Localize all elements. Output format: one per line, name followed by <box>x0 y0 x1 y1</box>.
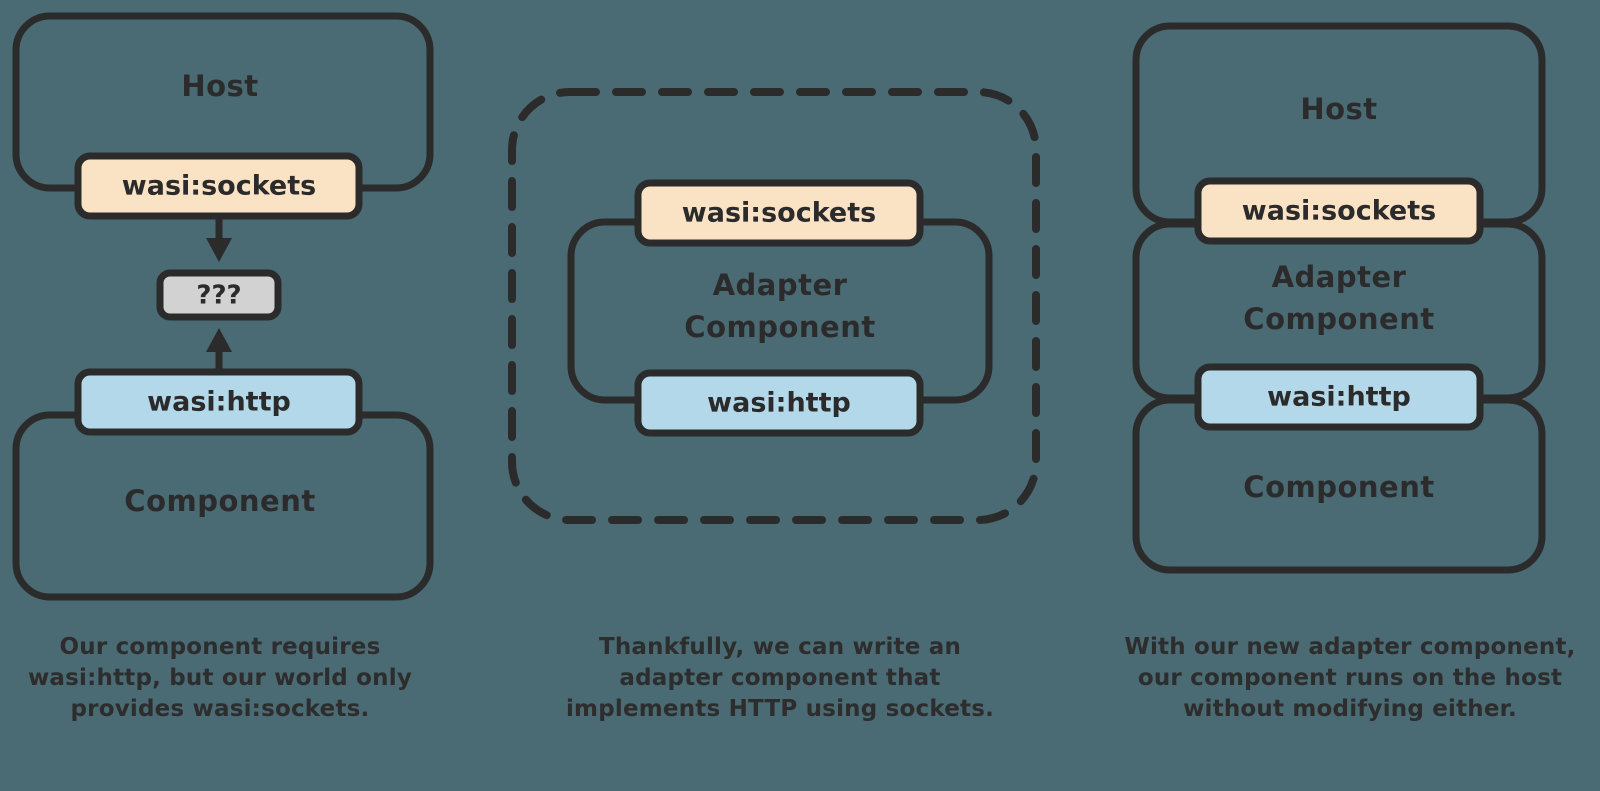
chip-wasi-http-label: wasi:http <box>147 387 291 418</box>
component-label: Component <box>1243 470 1434 504</box>
chip-wasi-sockets-label: wasi:sockets <box>1242 196 1436 227</box>
chip-wasi-sockets <box>74 152 363 220</box>
chip-wasi-http-label: wasi:http <box>707 388 851 419</box>
panel-composed: Host Adapter Component Component wasi:so… <box>1132 22 1546 574</box>
adapter-label-line2: Component <box>1243 302 1434 336</box>
panel-problem: Host Component wasi:sockets wasi:http ??… <box>12 12 434 601</box>
chip-wasi-http <box>74 368 363 436</box>
component-label: Component <box>124 484 315 518</box>
dashed-world-boundary <box>508 88 1040 524</box>
adapter-label-line2: Component <box>684 310 875 344</box>
chip-wasi-sockets <box>1194 177 1484 245</box>
arrow-up-icon <box>206 328 232 369</box>
adapter-label-line1: Adapter <box>713 268 848 302</box>
panel-problem-caption: Our component requires wasi:http, but ou… <box>27 634 413 722</box>
host-label: Host <box>181 69 258 103</box>
chip-wasi-sockets <box>634 179 924 247</box>
chip-wasi-http-label: wasi:http <box>1267 382 1411 413</box>
panel-composed-caption: With our new adapter component, our comp… <box>1124 634 1576 722</box>
panel-adapter: Adapter Component wasi:sockets wasi:http <box>508 88 1040 524</box>
host-label: Host <box>1300 92 1377 126</box>
adapter-label-line1: Adapter <box>1272 260 1407 294</box>
chip-wasi-http <box>1194 363 1484 431</box>
arrow-down-icon <box>206 219 232 262</box>
panel-adapter-caption: Thankfully, we can write an adapter comp… <box>565 634 995 722</box>
chip-wasi-sockets-label: wasi:sockets <box>682 198 876 229</box>
chip-wasi-http <box>634 369 924 437</box>
chip-unknown <box>156 269 282 321</box>
chip-unknown-label: ??? <box>196 281 241 311</box>
chip-wasi-sockets-label: wasi:sockets <box>122 171 316 202</box>
